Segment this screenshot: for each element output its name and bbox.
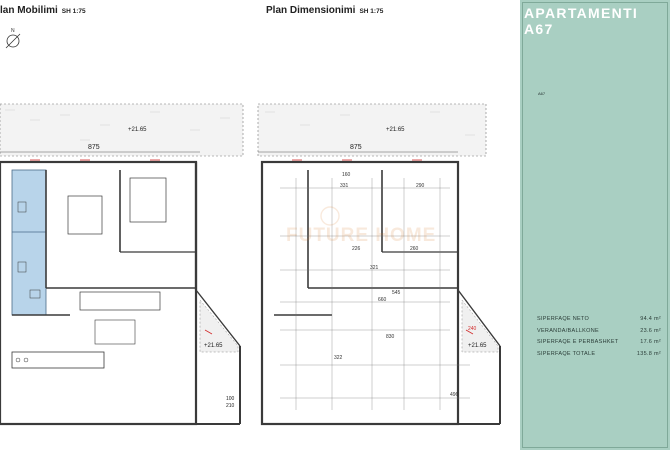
furnished-plan xyxy=(0,103,244,426)
dim-label: 496 xyxy=(450,392,459,398)
stat-value: 94.4 m² xyxy=(640,316,661,322)
dim-label: 160 xyxy=(342,172,351,178)
stat-value: 135.8 m² xyxy=(636,350,661,357)
stat-label: SIPERFAQE NETO xyxy=(537,316,590,322)
right-width-dimension: 875 xyxy=(350,144,362,151)
apartment-title: APARTAMENTI A67 xyxy=(524,5,639,37)
dim-label: 226 xyxy=(352,246,361,252)
dim-label: 260 xyxy=(410,246,419,252)
stat-label: SIPERFAQE E PERBASHKET xyxy=(537,339,619,345)
area-stats: SIPERFAQE NETO 94.4 m² VERANDA/BALLKONE … xyxy=(537,316,667,362)
left-width-dimension: 875 xyxy=(88,144,100,151)
watermark-text: FUTURE HOME xyxy=(286,225,437,246)
compass-label: N xyxy=(11,28,15,34)
right-terrace-level: +21.65 xyxy=(386,127,405,133)
left-terrace-level: +21.65 xyxy=(128,127,147,133)
dim-label: 545 xyxy=(392,290,401,296)
right-balcony-level: +21.65 xyxy=(468,343,487,349)
stat-value: 17.6 m² xyxy=(640,339,661,345)
dim-label: 331 xyxy=(340,183,349,189)
info-panel xyxy=(520,0,670,450)
watermark-logo xyxy=(320,206,340,226)
left-balcony-level: +21.65 xyxy=(204,343,223,349)
bathroom-tiles xyxy=(11,169,47,316)
dim-label: 290 xyxy=(416,183,425,189)
dim-label: 321 xyxy=(370,265,379,271)
dim-label: 830 xyxy=(386,334,395,340)
dim-label: 322 xyxy=(334,355,343,361)
stat-row-net-area: SIPERFAQE NETO 94.4 m² xyxy=(537,316,667,328)
north-arrow-icon xyxy=(5,33,21,49)
stat-value: 23.6 m² xyxy=(640,327,661,334)
left-code-1: 100 xyxy=(226,396,235,402)
stat-label: SIPERFAQE TOTALE xyxy=(537,350,596,357)
floor-plan-sheet xyxy=(0,0,520,450)
stat-row-common-area: SIPERFAQE E PERBASHKET 17.6 m² xyxy=(537,339,667,351)
stat-row-total-area: SIPERFAQE TOTALE 135.8 m² xyxy=(537,351,667,363)
dim-label: 660 xyxy=(378,297,387,303)
dimensioned-plan xyxy=(257,103,501,426)
dim-label: 240 xyxy=(468,326,477,332)
stat-label: VERANDA/BALLKONE xyxy=(537,327,599,334)
stat-row-balcony: VERANDA/BALLKONE 23.6 m² xyxy=(537,328,667,340)
left-code-2: 210 xyxy=(226,403,235,409)
keyplan-unit-label: A67 xyxy=(538,91,546,96)
